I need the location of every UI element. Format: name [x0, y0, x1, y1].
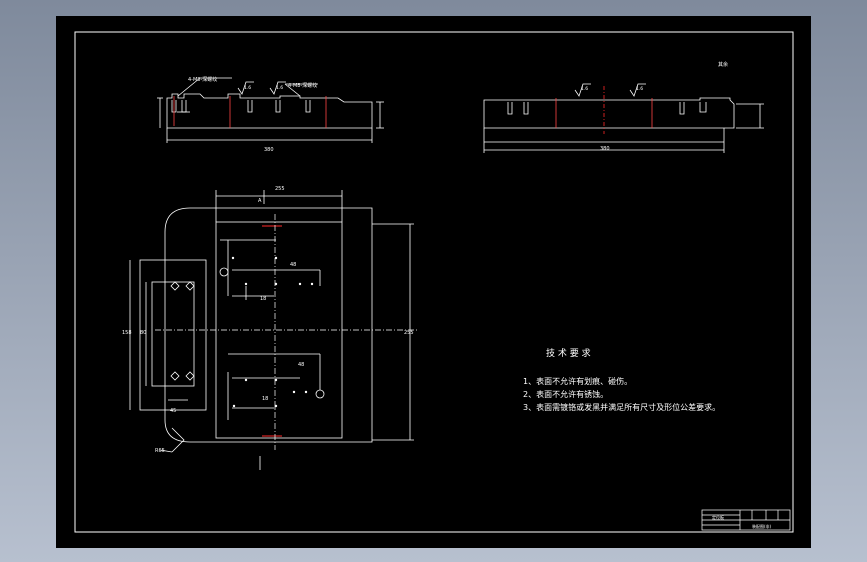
- plan-section-mark: A: [258, 198, 262, 204]
- tl-thread-label-b: 4-M8-深螺纹: [288, 82, 317, 89]
- tr-roughness-a: 1.6: [581, 86, 588, 92]
- tl-dim-total: 380: [264, 147, 274, 153]
- tech-requirement-3: 3、表面需镀铬或发黑并满足所有尺寸及形位公差要求。: [523, 403, 721, 412]
- tl-roughness-b: 1.6: [276, 85, 283, 91]
- plan-dim-top: 255: [275, 186, 285, 192]
- plan-view-dots: [231, 256, 314, 408]
- tl-roughness-a: 1.6: [244, 85, 251, 91]
- plan-dim-mid2: 18: [260, 296, 266, 302]
- top-left-elevation-view: [157, 77, 384, 143]
- tr-roughness-b: 1.6: [636, 86, 643, 92]
- top-right-hidden-lines: [555, 98, 653, 128]
- tech-requirements-title: 技 术 要 求: [546, 349, 591, 359]
- plan-dim-mid: 48: [290, 262, 296, 268]
- top-left-hidden-lines: [173, 96, 327, 128]
- title-block-drawing-no: 装配图(非): [752, 523, 772, 529]
- corner-roughness-note: 其余: [718, 61, 728, 68]
- title-block-name: 定位板: [712, 514, 724, 520]
- plan-chamfer-label: R65: [155, 448, 165, 454]
- title-block: [701, 509, 791, 531]
- plan-view-center-lines: [262, 225, 282, 437]
- top-right-elevation-view: [483, 83, 764, 153]
- plan-dim-bottom-left: 45: [170, 408, 176, 414]
- plan-dim-right: 255: [404, 330, 414, 336]
- tech-requirement-2: 2、表面不允许有锈蚀。: [523, 390, 609, 399]
- tl-thread-label-a: 4-M8-深螺纹: [188, 76, 217, 83]
- plan-view-holes: [170, 281, 195, 381]
- tech-requirement-1: 1、表面不允许有划痕、碰伤。: [523, 377, 633, 386]
- inner-border: [74, 31, 794, 533]
- plan-dim-left-inner: 80: [140, 330, 146, 336]
- plan-dim-lower: 48: [298, 362, 304, 368]
- tr-dim-total: 380: [600, 146, 610, 152]
- plan-dim-left-outer: 158: [122, 330, 132, 336]
- plan-dim-lower2: 18: [262, 396, 268, 402]
